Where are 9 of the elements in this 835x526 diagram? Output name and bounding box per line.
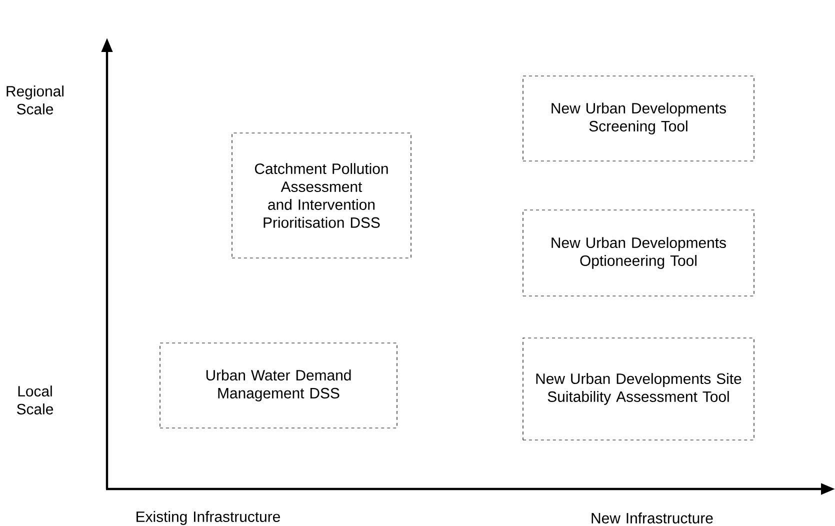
tool-box: New Urban Developments Site Suitability Assessment Tool [522,338,754,440]
axis-label: Local Scale [17,386,54,414]
tool-box: New Urban Developments Screening Tool [522,76,754,162]
tool-box: New Urban Developments Optioneering Tool [522,210,754,296]
axis-label: New Infrastructure [592,512,713,524]
axis-label: Regional Scale [6,86,64,114]
tool-box: Catchment Pollution Assessment and Intervention Prioritisation DSS [232,132,412,258]
axis-label: Existing Infrastructure [136,511,280,525]
tool-box: Urban Water Demand Management DSS [160,342,398,428]
